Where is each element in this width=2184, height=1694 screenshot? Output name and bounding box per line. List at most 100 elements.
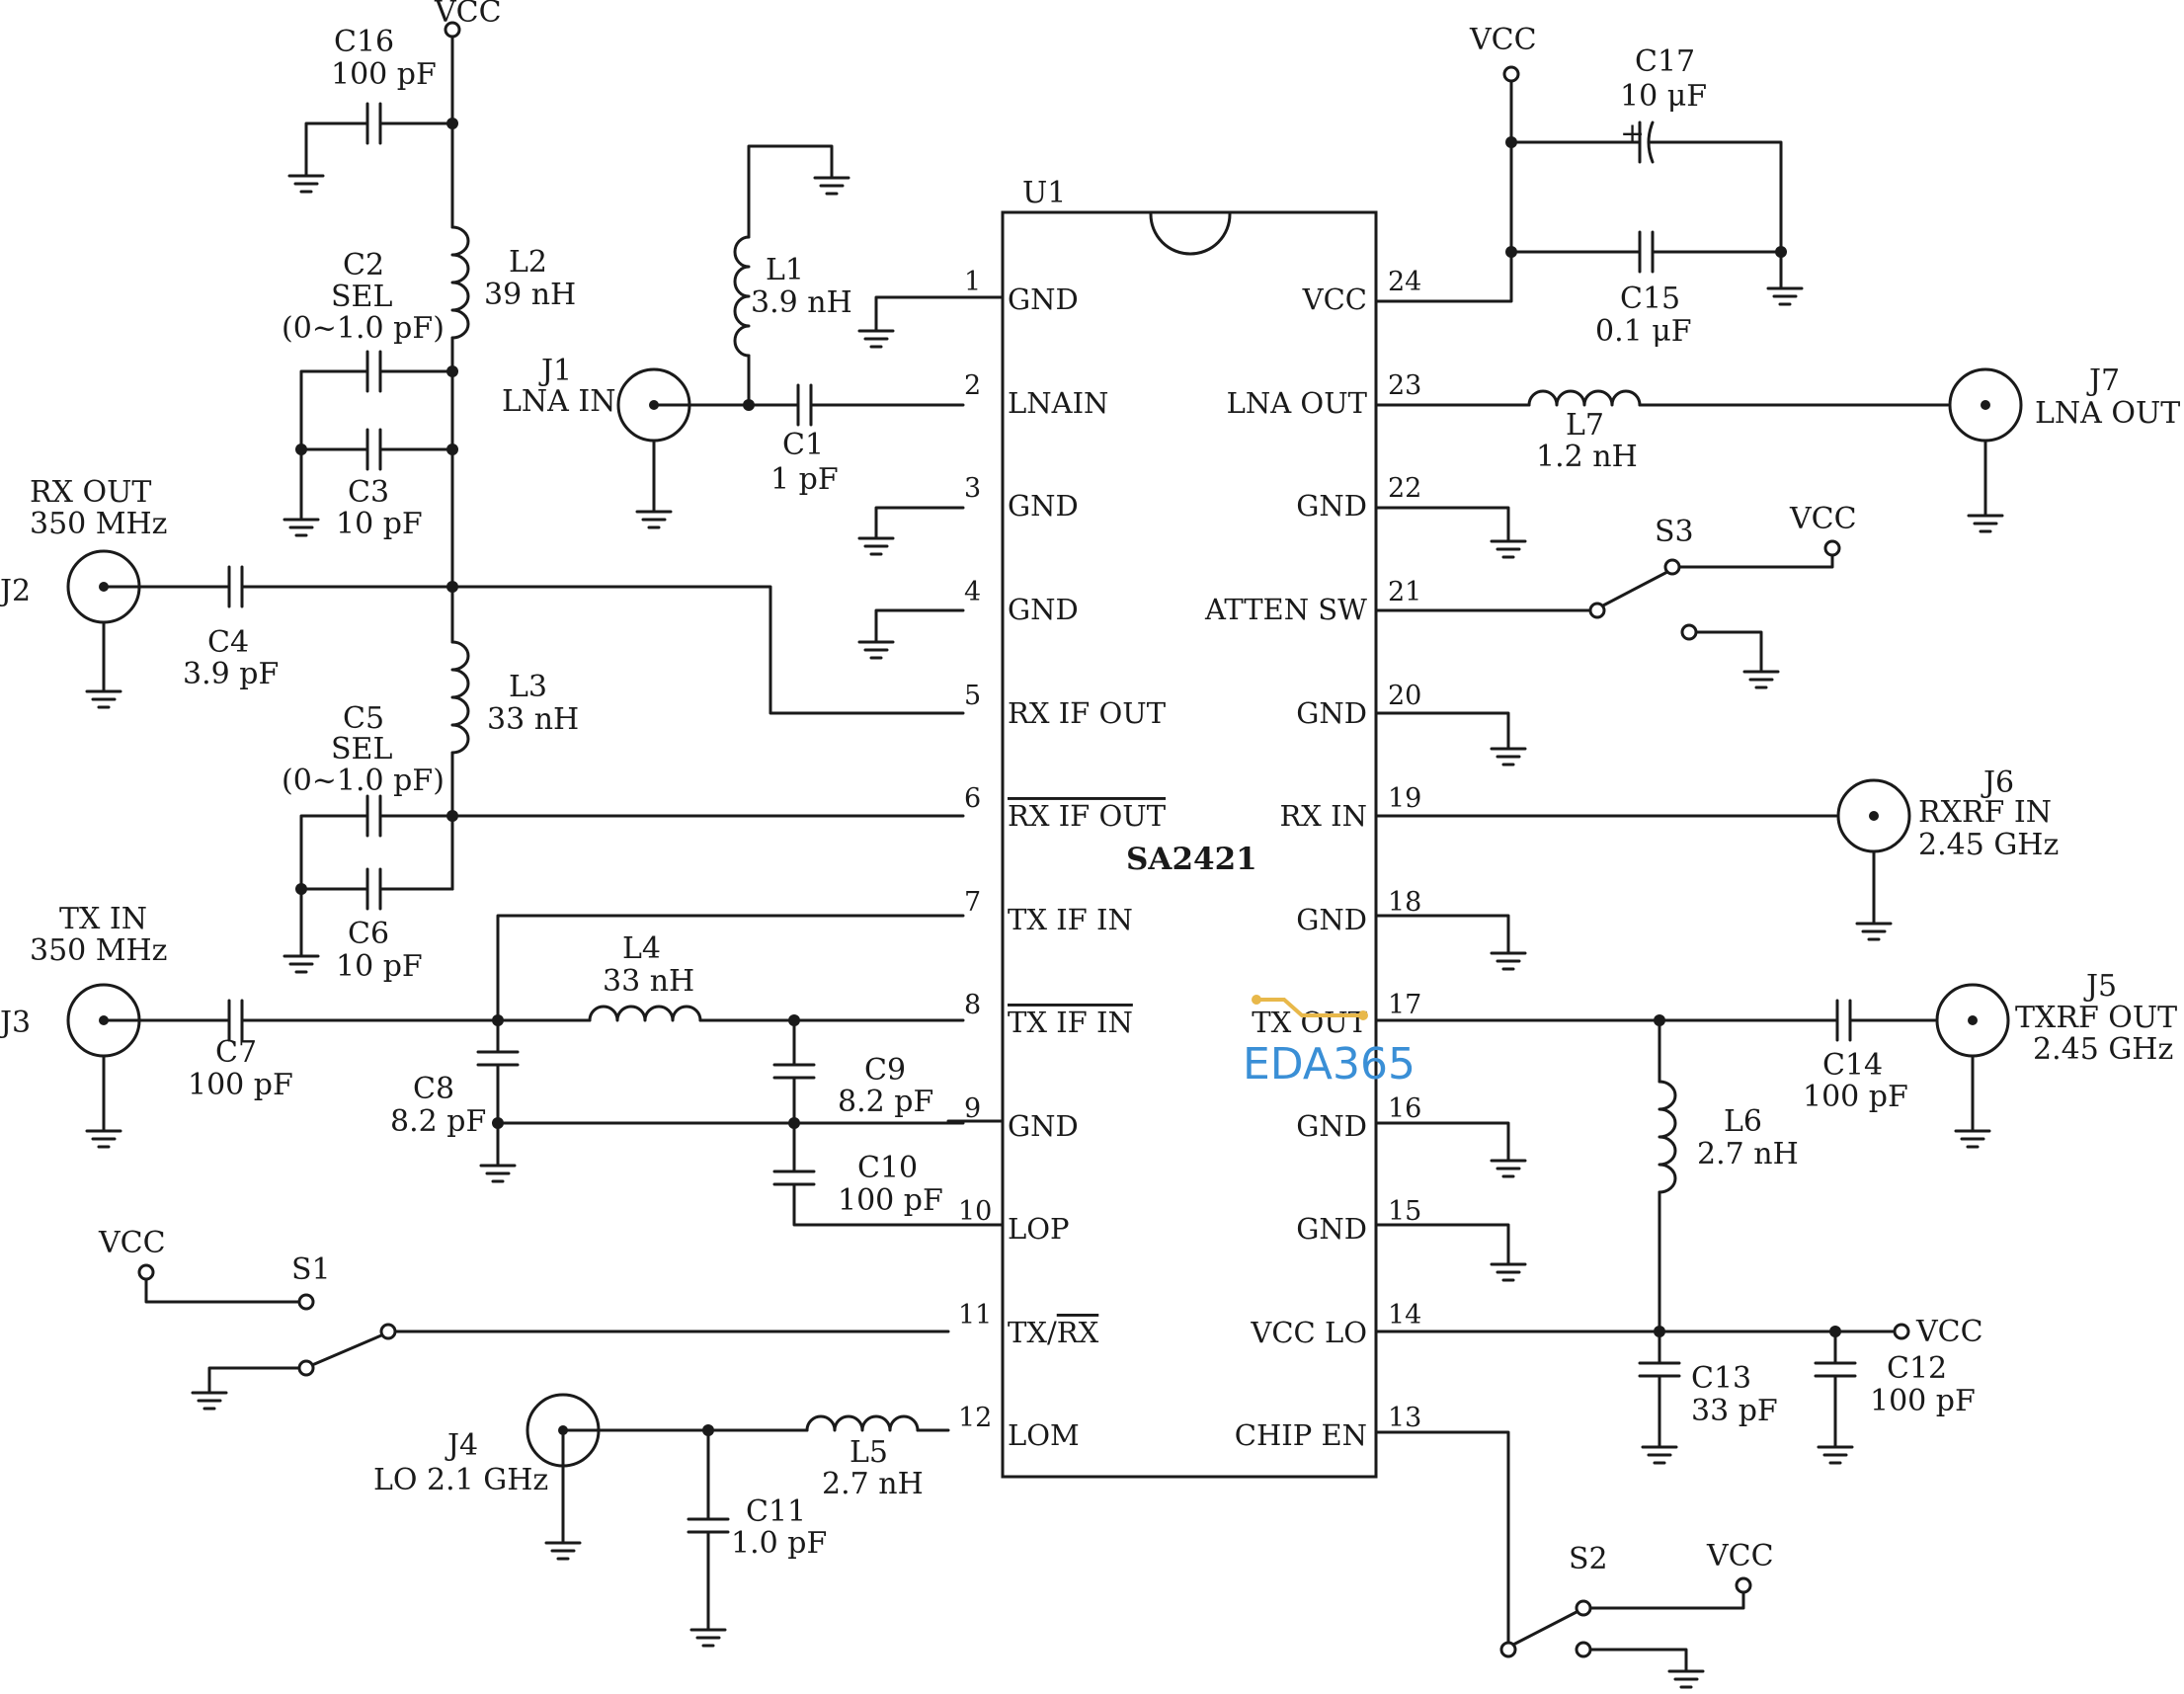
svg-text:14: 14 xyxy=(1388,1300,1421,1331)
l3-value: 33 nH xyxy=(487,702,579,737)
svg-text:12: 12 xyxy=(958,1403,992,1433)
switch-s1: VCC S1 xyxy=(98,1226,950,1395)
svg-text:23: 23 xyxy=(1388,370,1421,401)
l4-ref: L4 xyxy=(622,931,661,966)
c13-ref: C13 xyxy=(1691,1361,1751,1396)
l4-inductor xyxy=(588,1005,702,1022)
c8-ref: C8 xyxy=(413,1072,454,1106)
svg-text:15: 15 xyxy=(1388,1196,1421,1227)
left-pin-numbers: 1 2 3 4 5 6 7 8 9 10 11 12 xyxy=(958,267,992,1433)
pin-9-name: GND xyxy=(1008,1109,1079,1143)
vcc-top-right-label: VCC xyxy=(1469,23,1537,57)
c11-value: 1.0 pF xyxy=(731,1526,827,1561)
pin-10-name: LOP xyxy=(1008,1212,1070,1246)
rx-if-bias-network: VCC C16 100 pF L2 39 nH C2 SEL (0~1.0 pF… xyxy=(282,0,576,587)
l3-ref: L3 xyxy=(509,670,547,704)
c13-value: 33 pF xyxy=(1691,1394,1778,1428)
c3-ref: C3 xyxy=(348,475,389,510)
l7-ref: L7 xyxy=(1566,408,1604,443)
ic-u1: U1 SA2421 xyxy=(1001,176,1378,1479)
s1-ref: S1 xyxy=(291,1252,331,1287)
pin-16-name: GND xyxy=(1296,1109,1367,1143)
tx-rf-output: C14 100 pF J5 TXRF OUT 2.45 GHz L6 2.7 n… xyxy=(1374,969,2177,1333)
ic-pin-lines xyxy=(946,295,1005,1227)
j5-ref: J5 xyxy=(2083,969,2117,1004)
c17-value: 10 μF xyxy=(1620,79,1707,114)
c9-ref: C9 xyxy=(864,1053,906,1088)
svg-text:3: 3 xyxy=(964,473,981,504)
tx-in-label: TX IN xyxy=(59,902,147,936)
c14-ref: C14 xyxy=(1822,1048,1883,1083)
ic-ref-label: U1 xyxy=(1022,176,1066,210)
pin-21-name: ATTEN SW xyxy=(1204,593,1367,626)
pin-6-name: RX IF OUT xyxy=(1008,799,1167,833)
l5-ref: L5 xyxy=(849,1435,888,1470)
c6-ref: C6 xyxy=(348,917,389,951)
l4-value: 33 nH xyxy=(603,964,694,999)
lna-input-network: L1 3.9 nH J1 LNA IN C1 1 pF xyxy=(502,144,965,644)
tx-if-input: TX IN 350 MHz J3 C7 100 pF C8 8.2 pF L4 … xyxy=(0,902,965,1227)
j7-name: LNA OUT xyxy=(2035,396,2180,431)
rx-if-output: RX OUT 350 MHz J2 C4 3.9 pF L3 33 nH C5 … xyxy=(0,475,965,984)
watermark-text: EDA365 xyxy=(1243,1039,1416,1089)
c1-ref: C1 xyxy=(782,428,824,462)
j5-freq: 2.45 GHz xyxy=(2033,1032,2173,1067)
pin-13-name: CHIP EN xyxy=(1235,1418,1367,1452)
c10-value: 100 pF xyxy=(838,1183,943,1218)
c15-ref: C15 xyxy=(1620,282,1680,316)
c12-ref: C12 xyxy=(1887,1351,1947,1386)
pin-17-name: TX OUT xyxy=(1252,1006,1367,1039)
lo-input: J4 LO 2.1 GHz C11 1.0 pF L5 2.7 nH xyxy=(373,1393,950,1632)
svg-text:20: 20 xyxy=(1388,681,1421,711)
pin-18-name: GND xyxy=(1296,903,1367,936)
pin-23-name: LNA OUT xyxy=(1227,386,1368,420)
tx-in-freq: 350 MHz xyxy=(30,933,167,968)
pin-5-name: RX IF OUT xyxy=(1008,696,1167,730)
c1-value: 1 pF xyxy=(770,462,839,497)
l2-value: 39 nH xyxy=(484,278,576,312)
c16-ref: C16 xyxy=(334,25,394,59)
s2-ref: S2 xyxy=(1569,1542,1608,1576)
j2-ref: J2 xyxy=(0,574,31,608)
svg-text:4: 4 xyxy=(964,577,981,607)
svg-text:13: 13 xyxy=(1388,1403,1421,1433)
svg-text:1: 1 xyxy=(964,267,981,297)
l2-ref: L2 xyxy=(509,245,547,280)
l1-ref: L1 xyxy=(766,253,804,287)
c3-value: 10 pF xyxy=(336,507,423,541)
c10-ref: C10 xyxy=(857,1151,918,1185)
rx-out-freq: 350 MHz xyxy=(30,507,167,541)
s1-vcc-label: VCC xyxy=(98,1226,166,1260)
c5-sel: SEL xyxy=(331,732,392,766)
l3-inductor xyxy=(450,640,470,755)
pin-8-name: TX IF IN xyxy=(1008,1006,1133,1039)
j4-ref: J4 xyxy=(445,1428,478,1463)
pin-20-name: GND xyxy=(1296,696,1367,730)
c2-range: (0~1.0 pF) xyxy=(282,311,445,346)
j6-name: RXRF IN xyxy=(1918,795,2052,830)
pin-2-name: LNAIN xyxy=(1008,386,1108,420)
c7-ref: C7 xyxy=(215,1035,257,1070)
lna-output: L7 1.2 nH J7 LNA OUT xyxy=(1374,363,2180,543)
rx-rf-input: J6 RXRF IN 2.45 GHz xyxy=(1374,766,2059,955)
vcc-lo-network: VCC C13 33 pF C12 100 pF xyxy=(1374,1315,1983,1449)
svg-text:5: 5 xyxy=(964,681,981,711)
svg-text:11: 11 xyxy=(958,1300,992,1331)
l6-ref: L6 xyxy=(1724,1104,1762,1139)
c8-value: 8.2 pF xyxy=(390,1104,486,1139)
svg-text:22: 22 xyxy=(1388,473,1421,504)
c7-value: 100 pF xyxy=(188,1068,293,1102)
s3-ref: S3 xyxy=(1655,515,1694,549)
c14-value: 100 pF xyxy=(1803,1080,1908,1114)
svg-text:24: 24 xyxy=(1388,267,1421,297)
l1-value: 3.9 nH xyxy=(751,285,852,320)
right-pin-names: VCC LNA OUT GND ATTEN SW GND RX IN GND T… xyxy=(1204,282,1368,1452)
svg-text:10: 10 xyxy=(958,1196,992,1227)
s2-vcc-label: VCC xyxy=(1706,1539,1774,1573)
c15-value: 0.1 μF xyxy=(1595,314,1692,349)
pin-3-name: GND xyxy=(1008,489,1079,523)
switch-s3: S3 VCC xyxy=(1374,502,1857,751)
right-pin-numbers: 24 23 22 21 20 19 18 17 16 15 14 13 xyxy=(1388,267,1421,1433)
pin-1-name: GND xyxy=(1008,282,1079,316)
